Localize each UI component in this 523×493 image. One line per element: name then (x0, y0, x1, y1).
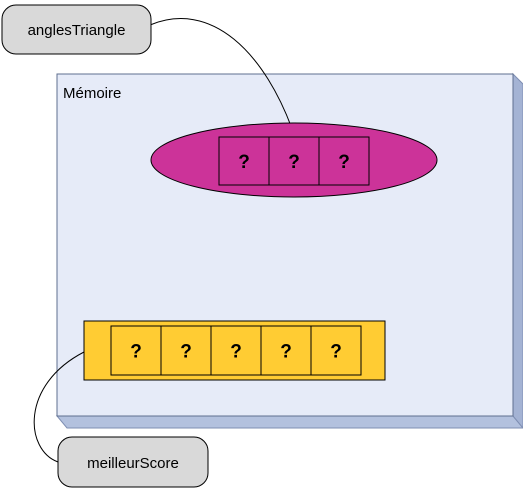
meilleurScore-cell (310, 325, 362, 376)
anglesTriangle-cell (218, 136, 270, 186)
meilleurScore-cell (260, 325, 312, 376)
meilleurScore-callout-box[interactable] (57, 436, 209, 488)
anglesTriangle-array: ??? (150, 122, 438, 198)
meilleurScore-cell-value: ? (280, 342, 292, 363)
meilleurScore-cells: ????? (110, 325, 362, 376)
meilleurScore-callout[interactable]: meilleurScore (57, 436, 209, 488)
anglesTriangle-cell (268, 136, 320, 186)
memory-label: Mémoire (63, 85, 121, 102)
anglesTriangle-connector (149, 18, 296, 138)
meilleurScore-array: ????? (83, 320, 386, 381)
meilleurScore-cell (160, 325, 212, 376)
memory-box-shadow-right (512, 72, 523, 429)
meilleurScore-cell-value: ? (330, 342, 342, 363)
anglesTriangle-cell-value: ? (238, 152, 250, 173)
meilleurScore-label: meilleurScore (87, 455, 179, 472)
anglesTriangle-callout[interactable]: anglesTriangle (1, 4, 152, 55)
anglesTriangle-cell-value: ? (338, 152, 350, 173)
meilleurScore-cell (210, 325, 262, 376)
anglesTriangle-label: anglesTriangle (28, 22, 126, 39)
meilleurScore-cell-value: ? (130, 342, 142, 363)
anglesTriangle-cells: ??? (218, 136, 370, 186)
meilleurScore-cell-value: ? (230, 342, 242, 363)
anglesTriangle-cell-value: ? (288, 152, 300, 173)
anglesTriangle-callout-box[interactable] (1, 4, 152, 55)
meilleurScore-cell (110, 325, 162, 376)
anglesTriangle-cell (318, 136, 370, 186)
memory-box-shadow-bottom (55, 415, 523, 429)
meilleurScore-connector (33, 351, 85, 463)
meilleurScore-cell-value: ? (180, 342, 192, 363)
